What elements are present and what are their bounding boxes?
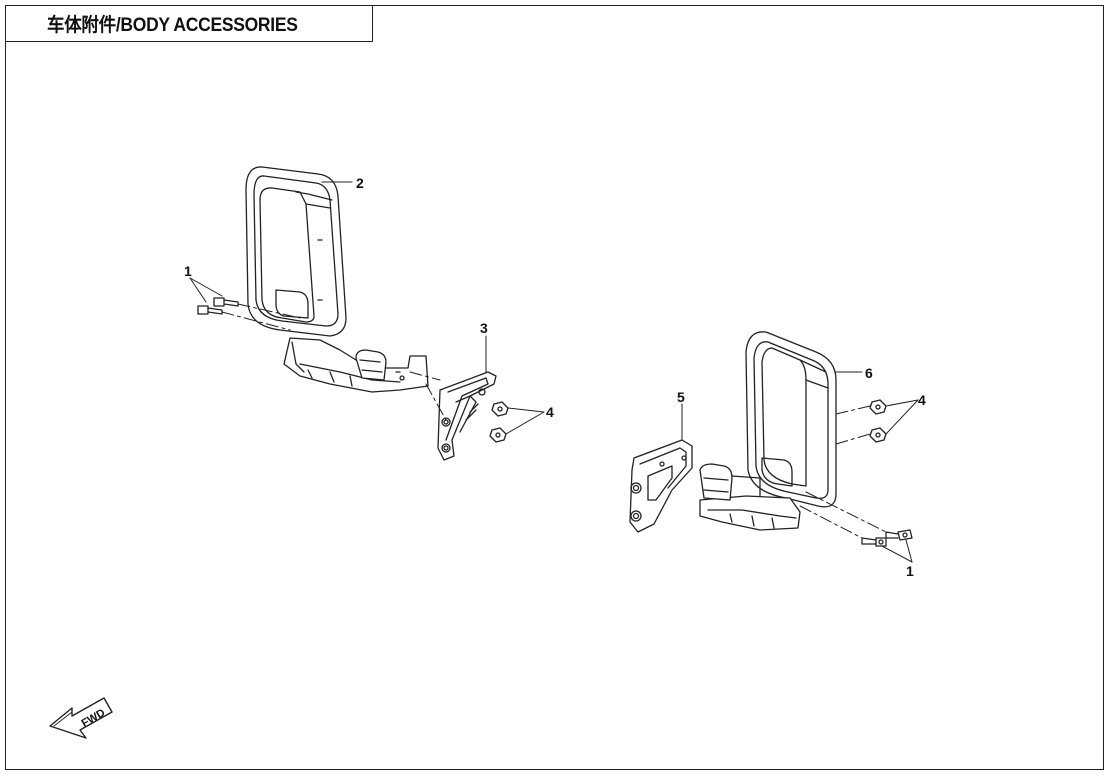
- right-mounting-bracket: [629, 439, 693, 533]
- callout-leaders: [189, 181, 919, 563]
- page-title: 车体附件/BODY ACCESSORIES: [47, 14, 298, 36]
- right-nuts: [869, 399, 887, 443]
- right-mirror: [745, 331, 837, 508]
- callout-right-bolts: 1: [906, 563, 914, 579]
- callout-left-mirror: 2: [356, 175, 364, 191]
- left-nuts: [489, 401, 509, 443]
- left-mirror: [245, 166, 347, 337]
- left-assembly-centerlines: [221, 303, 447, 421]
- right-bolts: [861, 529, 913, 547]
- left-bolts: [197, 297, 239, 315]
- forward-arrow-icon: FWD: [49, 697, 113, 739]
- callout-right-bracket: 5: [677, 389, 685, 405]
- title-box: 车体附件/BODY ACCESSORIES: [5, 5, 373, 42]
- right-assembly-centerlines: [799, 405, 887, 539]
- diagram-frame: [5, 5, 1104, 770]
- callout-left-bolts: 1: [184, 263, 192, 279]
- left-mirror-arm: [283, 337, 429, 393]
- right-mirror-arm: [699, 463, 801, 531]
- callout-left-nuts: 4: [546, 404, 554, 420]
- left-mounting-bracket: [437, 371, 497, 461]
- callout-left-bracket: 3: [480, 320, 488, 336]
- callout-right-nuts: 4: [918, 392, 926, 408]
- callout-right-mirror: 6: [865, 365, 873, 381]
